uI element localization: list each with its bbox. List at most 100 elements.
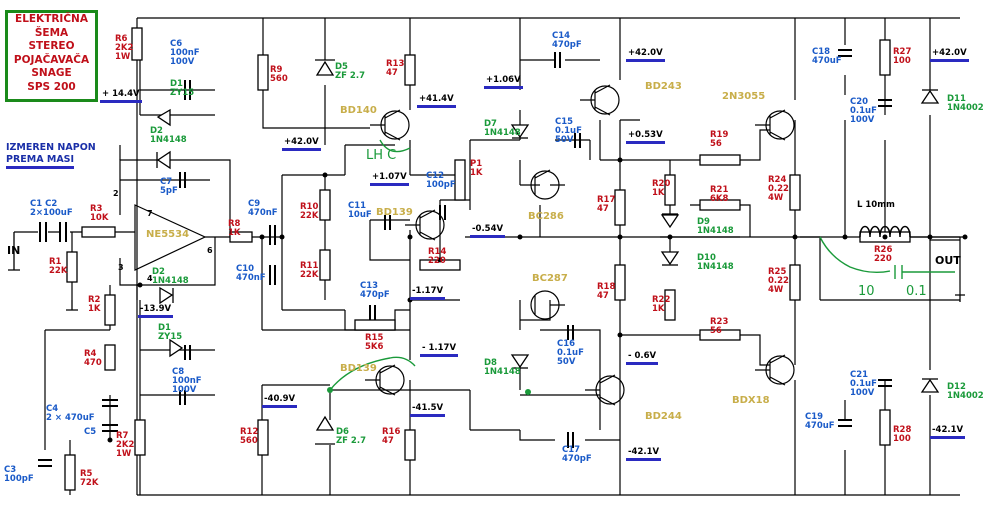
resistor-value: 56 [710,139,722,149]
resistor-value: 10K [90,213,109,223]
title-line: ELEKTRIČNA [15,13,88,25]
semiconductor-label: BD139 [340,363,377,374]
resistor-designator: R7 [116,431,129,441]
semiconductor-label: BD140 [340,105,377,116]
semiconductor-label: 2N3055 [722,91,766,102]
resistor-designator: R18 [597,282,616,292]
diode-designator: D5 [335,62,348,72]
capacitor-designator: C14 [552,31,571,41]
measurement-note: IZMEREN NAPON PREMA MASI [6,142,96,169]
handwritten-note: 10 [858,284,875,299]
resistor-value: 100 [893,434,911,444]
resistor-designator: R27 [893,47,912,57]
voltage-label: -42.1V [626,447,662,461]
voltage-label: -13.9V [138,304,174,318]
capacitor-designator: C3 [4,465,17,475]
resistor-designator: R9 [270,65,283,75]
voltage-label: +0.53V [626,130,665,144]
resistor-designator: R22 [652,295,671,305]
capacitor-value: 470uF [812,56,842,66]
diode-designator: D12 [947,382,966,392]
capacitor-designator: C12 [426,171,445,181]
resistor-value: 1K [88,304,101,314]
diode-value: ZF 2.7 [336,436,366,446]
diode-value: 1N4002 [947,103,984,113]
capacitor-designator: C9 [248,199,261,209]
voltage-label: -0.54V [470,224,506,238]
voltage-label: +42.0V [282,137,321,151]
resistor-value: 72K [80,478,99,488]
pin-label: 7 [147,209,153,218]
pin-label: 4 [147,274,153,283]
capacitor-designator: C17 [562,445,581,455]
resistor-designator: R23 [710,317,729,327]
resistor-value: 47 [386,68,398,78]
resistor-designator: R16 [382,427,401,437]
pin-label: 3 [118,263,124,272]
capacitor-designator: C6 [170,39,183,49]
resistor-designator: R17 [597,195,616,205]
semiconductor-label: BD244 [645,411,682,422]
title-line: STEREO [28,40,75,52]
capacitor-designator: C5 [84,427,97,437]
resistor-value: 47 [597,291,609,301]
capacitor-value: 470nF [248,208,278,218]
resistor-designator: R5 [80,469,93,479]
resistor-value: 560 [270,74,288,84]
voltage-label: -1.17V [410,286,446,300]
resistor-designator: R20 [652,179,671,189]
resistor-value: 5K6 [365,342,384,352]
capacitor-value: 5pF [160,186,178,196]
output-label: OUT [935,254,961,267]
voltage-label: -41.5V [410,403,446,417]
capacitor-designator: C10 [236,264,255,274]
diode-designator: D11 [947,94,966,104]
resistor-designator: R15 [365,333,384,343]
resistor-designator: R6 [115,34,128,44]
resistor-designator: R8 [228,219,241,229]
semiconductor-label: BDX18 [732,395,770,406]
diode-value: 1N4002 [947,391,984,401]
handwritten-note: LH C [366,148,397,163]
resistor-designator: R24 [768,175,787,185]
diode-value: 1N4148 [697,226,734,236]
voltage-label: +41.4V [417,94,456,108]
capacitor-value: 470pF [552,40,582,50]
capacitor-designator: C20 [850,97,869,107]
resistor-value: 100 [893,56,911,66]
capacitor-value: 100pF [426,180,456,190]
capacitor-value: 2×100uF [30,208,73,218]
resistor-value: 22K [49,266,68,276]
resistor-value: 560 [240,436,258,446]
diode-value: ZY15 [158,332,183,342]
resistor-value: 6K8 [710,194,729,204]
capacitor-value: 10uF [348,210,372,220]
resistor-value: 56 [710,326,722,336]
capacitor-designator: C19 [805,412,824,422]
resistor-value: 47 [597,204,609,214]
pin-label: 6 [207,246,213,255]
semiconductor-label: BC287 [532,273,568,284]
capacitor-designator: C7 [160,177,173,187]
diode-value: ZF 2.7 [335,71,365,81]
resistor-value: 1K [652,188,665,198]
voltage-label: +1.06V [484,75,523,89]
note-line: PREMA MASI [6,154,75,169]
resistor-designator: R4 [84,349,97,359]
pin-label: 2 [113,189,119,198]
title-line: SNAGE [31,67,72,79]
capacitor-value: 470pF [562,454,592,464]
inductor-label: L 10mm [857,200,895,210]
diode-designator: D7 [484,119,497,129]
voltage-label: - 1.17V [420,343,459,357]
note-line: IZMEREN NAPON [6,142,96,153]
resistor-designator: R26 [874,245,893,255]
diode-designator: D9 [697,217,710,227]
resistor-designator: R11 [300,261,319,271]
capacitor-designator: C11 [348,201,367,211]
voltage-label: - 0.6V [626,351,659,365]
